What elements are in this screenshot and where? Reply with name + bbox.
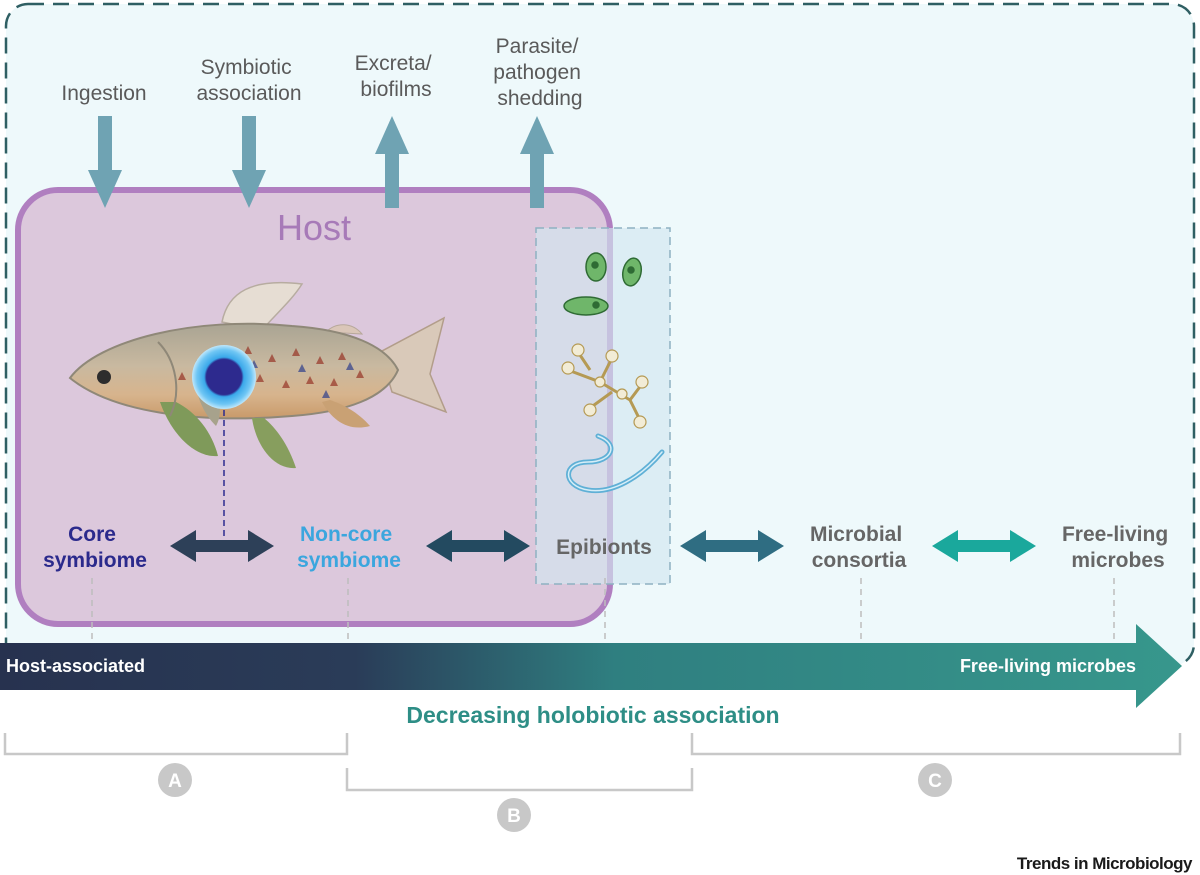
free-living-arrow-label: Free-living microbes [960, 656, 1136, 676]
bacteria-icon [563, 252, 643, 316]
flow-label-ingestion: Ingestion [61, 82, 146, 105]
excreta-arrow [375, 116, 409, 208]
flow-label-symbiotic-association: Symbiotic association [196, 56, 301, 105]
epibionts-consortia-double-arrow [680, 530, 784, 562]
association-gradient-arrow [0, 624, 1182, 708]
flow-label-shedding: Parasite/ pathogen shedding [493, 35, 586, 110]
category-non-core-symbiome: Non-core symbiome [297, 523, 401, 572]
bracket-c [690, 733, 1182, 756]
category-core-symbiome: Core symbiome [43, 523, 147, 572]
group-badge-a: A [158, 763, 192, 797]
journal-credit: Trends in Microbiology [1017, 854, 1193, 873]
gradient-caption: Decreasing holobiotic association [406, 702, 779, 728]
core-symbiome-marker [192, 345, 256, 409]
group-badge-b: B [497, 798, 531, 832]
ingestion-arrow [88, 116, 122, 208]
bracket-b [345, 768, 694, 792]
svg-text:C: C [928, 771, 942, 792]
core-noncore-double-arrow [170, 530, 274, 562]
host-associated-label: Host-associated [6, 656, 145, 676]
group-badge-c: C [918, 763, 952, 797]
category-microbial-consortia: Microbial consortia [810, 523, 908, 572]
consortia-freeliving-double-arrow [932, 530, 1036, 562]
host-label: Host [277, 207, 351, 248]
flow-label-excreta: Excreta/ biofilms [355, 52, 438, 101]
category-epibionts: Epibionts [556, 536, 652, 559]
bracket-a [3, 733, 349, 756]
nematode-icon [566, 433, 665, 494]
category-free-living-microbes: Free-living microbes [1062, 523, 1174, 572]
noncore-epibionts-double-arrow [426, 530, 530, 562]
svg-text:A: A [168, 771, 182, 792]
fungal-spores-icon [561, 343, 649, 429]
epibionts-region [535, 227, 671, 585]
shedding-arrow [520, 116, 554, 208]
symbiotic-association-arrow [232, 116, 266, 208]
svg-text:B: B [507, 806, 521, 827]
